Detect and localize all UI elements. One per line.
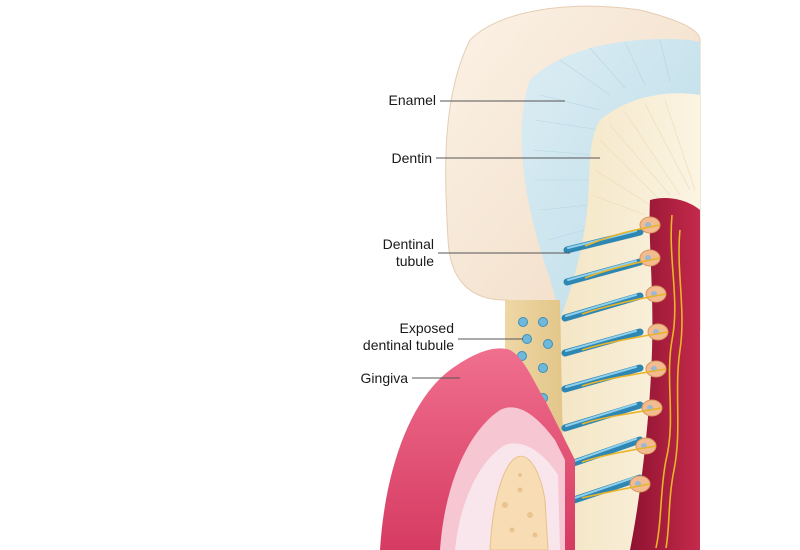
pulp-chamber bbox=[630, 198, 700, 550]
label-gingiva: Gingiva bbox=[360, 370, 408, 386]
nerve-fibers bbox=[581, 214, 683, 549]
dentin-striations bbox=[591, 99, 696, 216]
label-dentinal-tubule-line2: tubule bbox=[395, 253, 434, 269]
leader-lines bbox=[412, 100, 600, 379]
label-exposed-line1: Exposed bbox=[399, 320, 454, 336]
dentinal-tubule-highlights bbox=[565, 230, 637, 502]
label-exposed-dentinal-tubule: Exposed dentinal tubule bbox=[363, 320, 454, 354]
label-dentinal-tubule: Dentinal tubule bbox=[383, 236, 434, 270]
label-enamel: Enamel bbox=[388, 92, 436, 108]
label-dentin: Dentin bbox=[391, 150, 432, 166]
label-exposed-line2: dentinal tubule bbox=[362, 337, 454, 353]
enamel-rods bbox=[532, 39, 671, 241]
alveolar-bone bbox=[489, 455, 549, 550]
bone-trabeculae bbox=[502, 473, 538, 538]
label-dentinal-tubule-line1: Dentinal bbox=[382, 236, 434, 252]
